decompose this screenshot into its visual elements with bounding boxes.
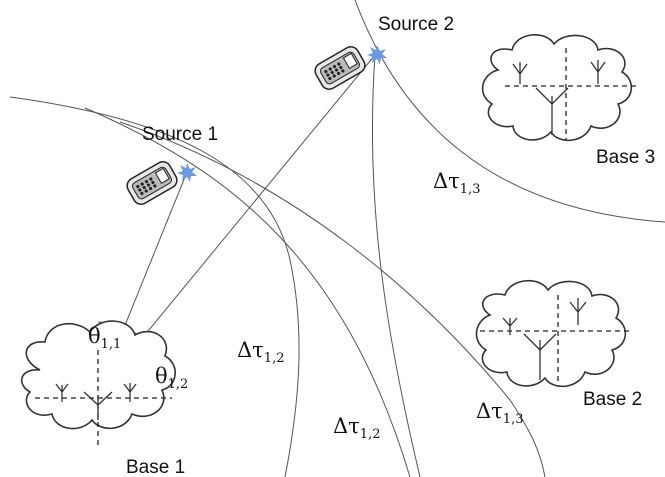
base-1-label: Base 1 <box>126 457 185 477</box>
hyperbola-curve-3 <box>119 121 546 477</box>
cloud-base-2 <box>475 280 627 388</box>
hyperbola-curve-5 <box>371 54 421 477</box>
tdoa-label-2: Δτ1,2 <box>333 414 380 442</box>
base1-tree <box>55 383 137 420</box>
theta-1-2-label: θ1,2 <box>155 364 188 392</box>
source-1-phone <box>126 161 178 205</box>
hyperbola-curves <box>9 0 665 477</box>
base-2 <box>475 280 632 388</box>
tdoa-label-4: Δτ1,3 <box>476 399 523 427</box>
cloud-base-3 <box>481 34 633 142</box>
hyperbola-curve-4 <box>354 0 665 223</box>
hyperbola-curve-1 <box>9 96 300 477</box>
source-1-label: Source 1 <box>142 124 218 145</box>
source-1-emitter-star <box>177 163 197 182</box>
hyperbola-curve-2 <box>84 107 411 477</box>
source-2-label: Source 2 <box>378 14 454 35</box>
source-2-emitter-star <box>367 45 387 64</box>
base2-tree <box>502 298 587 380</box>
base3-tree <box>512 60 606 135</box>
base-1 <box>20 320 176 445</box>
base-3 <box>481 34 640 142</box>
base-2-label: Base 2 <box>583 389 642 410</box>
tdoa-label-1: Δτ1,2 <box>237 338 284 366</box>
theta-1-1-label: θ1,1 <box>88 324 121 352</box>
cloud-base-1 <box>20 320 176 430</box>
base-3-label: Base 3 <box>596 147 655 168</box>
source-2-phone <box>314 46 366 90</box>
tdoa-label-3: Δτ1,3 <box>433 169 480 197</box>
